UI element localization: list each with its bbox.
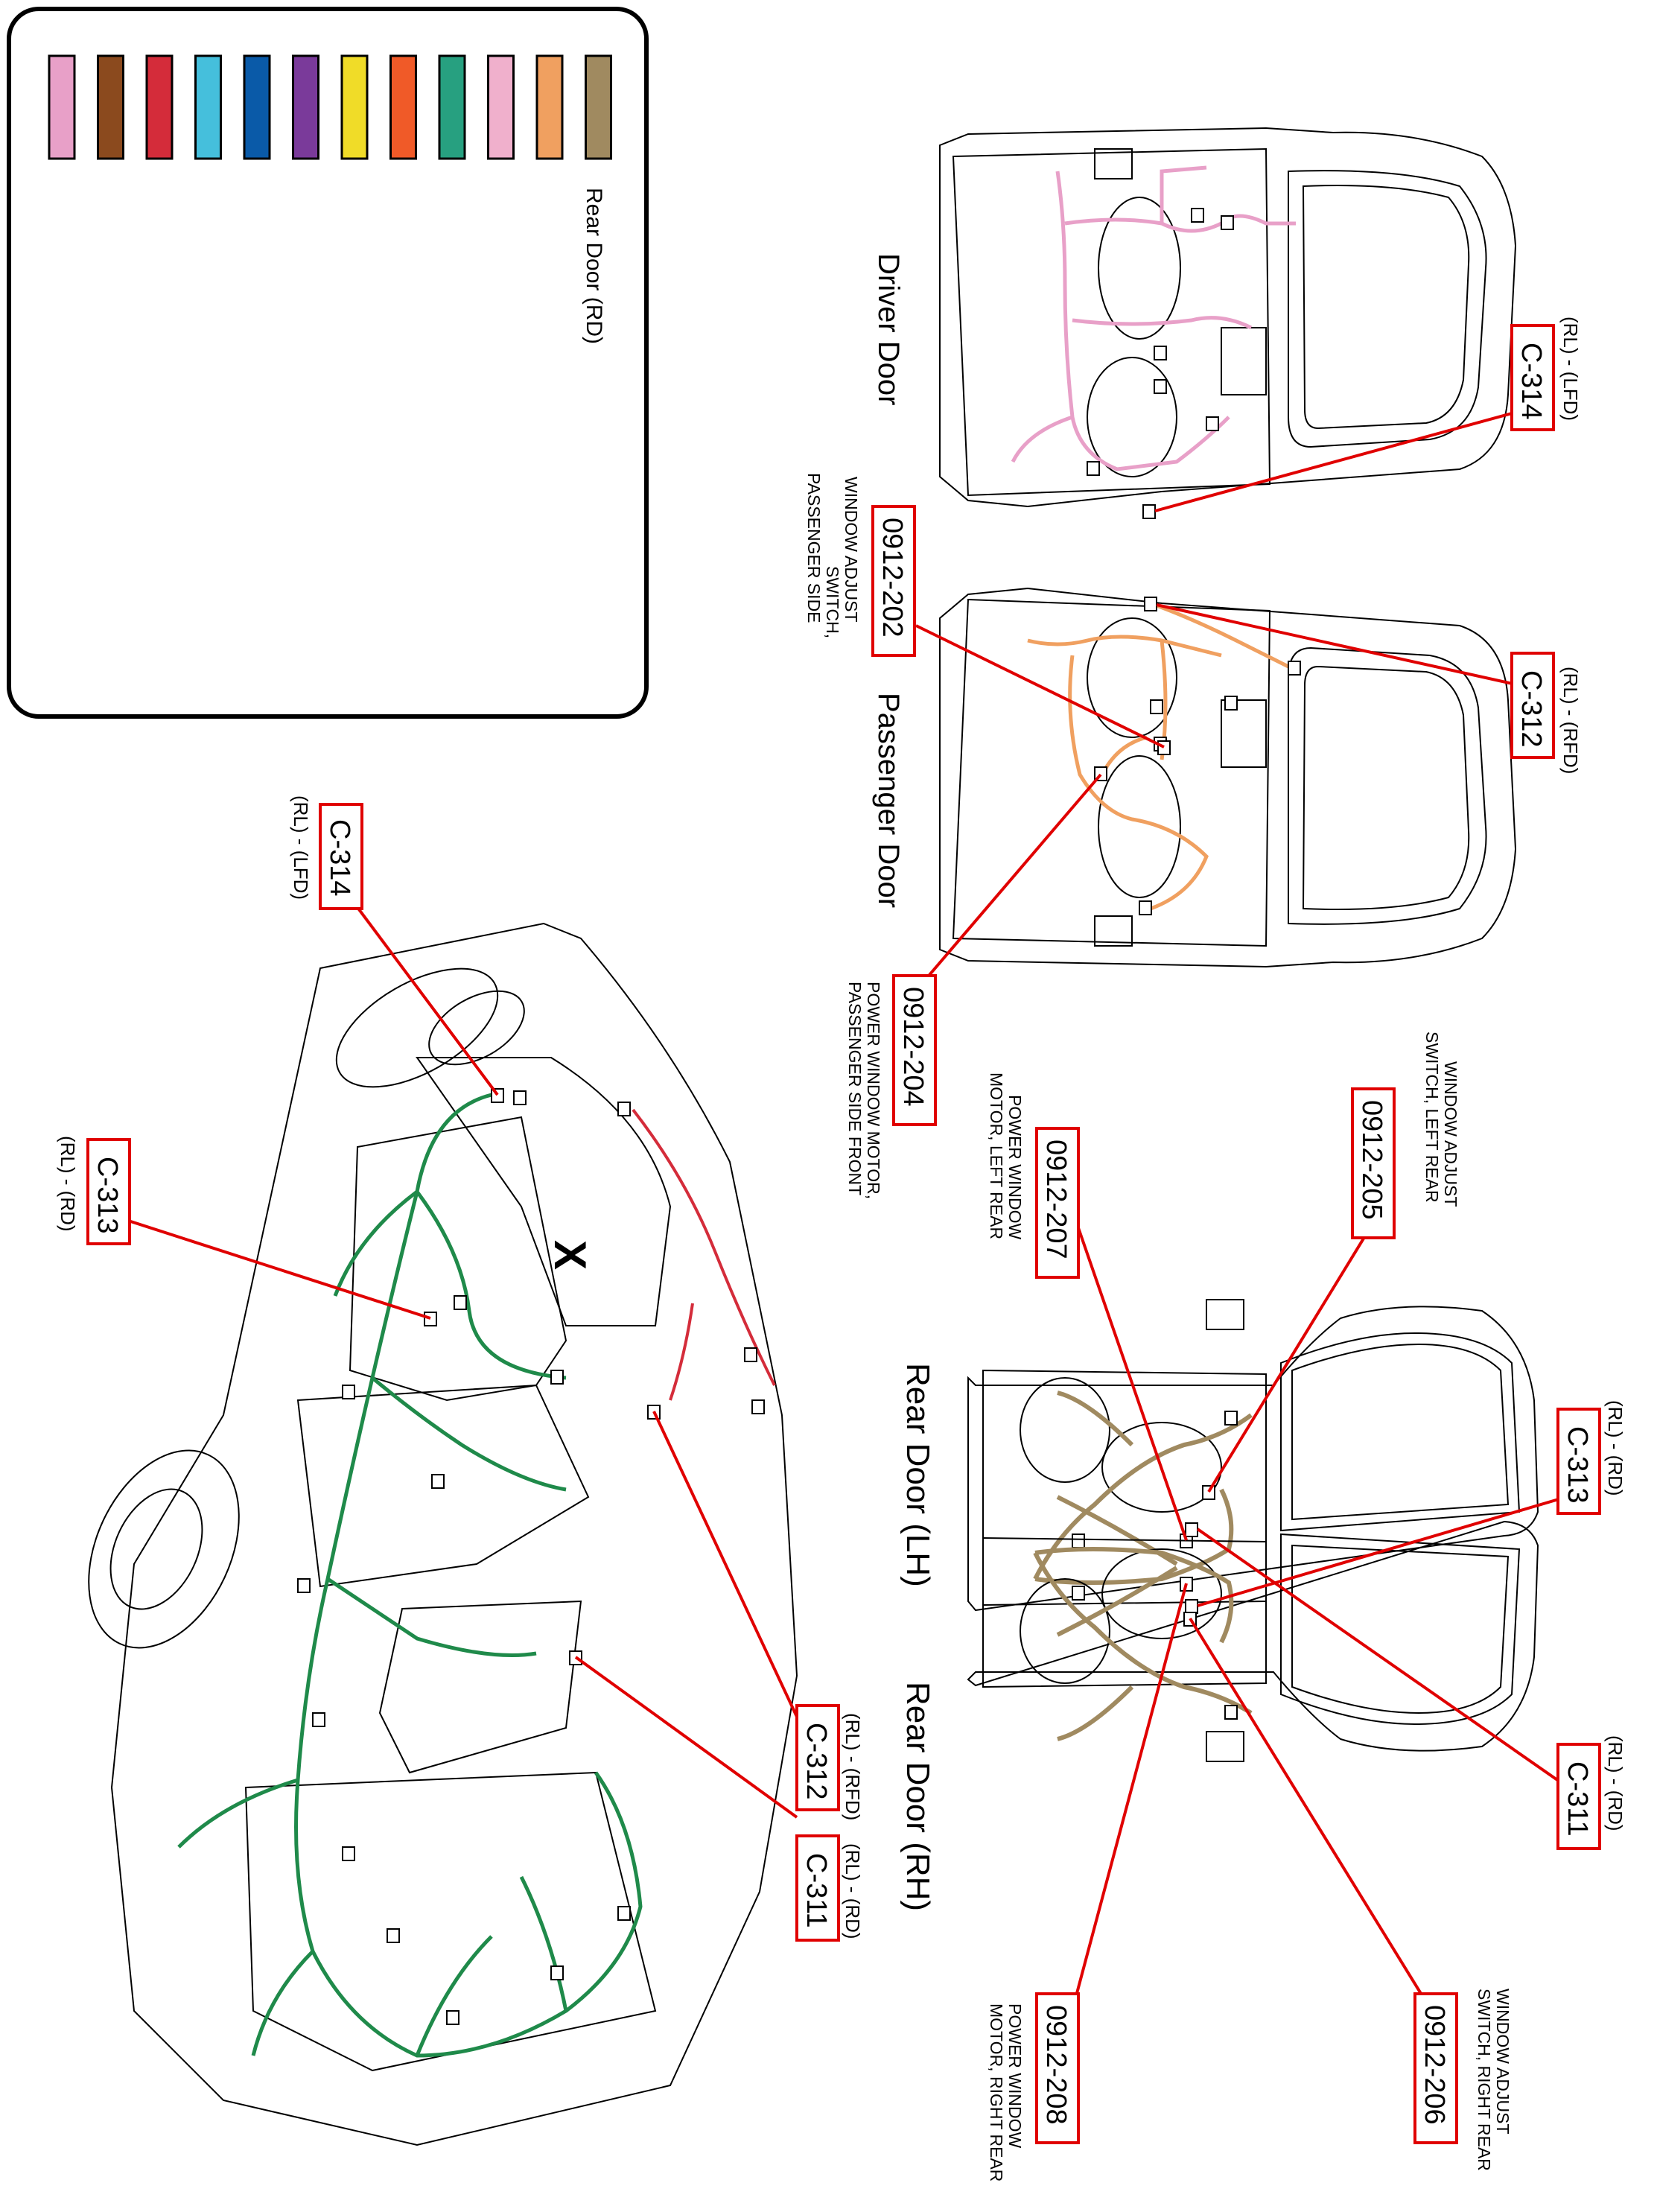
callout-code: 0912-202 bbox=[877, 518, 908, 638]
callout-p204: 0912-204 POWER WINDOW MOTOR, PASSENGER S… bbox=[845, 974, 937, 1199]
callout-desc-line: SWITCH, RIGHT REAR bbox=[1475, 1989, 1494, 2171]
callout-code: C-314 bbox=[1516, 343, 1547, 420]
legend-swatch bbox=[145, 54, 174, 160]
callout-p206: 0912-206 WINDOW ADJUST SWITCH, RIGHT REA… bbox=[1413, 1989, 1513, 2171]
p205-plug bbox=[1202, 1485, 1215, 1500]
callout-code: 0912-207 bbox=[1040, 1140, 1072, 1259]
legend-swatch bbox=[585, 54, 612, 160]
legend-swatch bbox=[340, 54, 369, 160]
driver-door-title: Driver Door bbox=[872, 253, 905, 405]
legend-swatch bbox=[535, 54, 564, 160]
callout-c313-door: C-313 (RL) - (RD) bbox=[1556, 1400, 1626, 1515]
callout-p208: 0912-208 POWER WINDOW MOTOR, RIGHT REAR bbox=[987, 1992, 1080, 2181]
rear-rh-harness bbox=[1033, 1547, 1253, 1741]
callout-desc: (RL) - (RD) bbox=[1604, 1400, 1626, 1496]
passenger-door-drawing bbox=[939, 587, 1517, 968]
legend-swatch bbox=[194, 54, 222, 160]
callout-desc-line: PASSENGER SIDE bbox=[804, 473, 824, 623]
legend-caption: Rear Door (RD) bbox=[582, 188, 606, 344]
callout-c311-body: C-311 (RL) - (RD) bbox=[795, 1834, 864, 1942]
body-main-harness bbox=[177, 1093, 643, 2058]
vehicle-body-drawing: X bbox=[88, 922, 798, 2146]
callout-desc: (RL) - (LFD) bbox=[290, 795, 312, 900]
callout-code: C-314 bbox=[324, 819, 355, 897]
c314-door-plug bbox=[1142, 504, 1156, 519]
callout-c314-door: C-314 (RL) - (LFD) bbox=[1510, 317, 1582, 431]
rear-door-lh-drawing bbox=[967, 1299, 1539, 1614]
rear-door-rh-title: Rear Door (RH) bbox=[900, 1682, 936, 1911]
legend-swatch bbox=[48, 54, 76, 160]
legend: Rear Door (RD) bbox=[7, 7, 649, 719]
callout-code: C-313 bbox=[92, 1157, 123, 1234]
callout-desc-line: SWITCH, bbox=[823, 566, 842, 638]
legend-swatches bbox=[48, 54, 612, 160]
callout-desc: (RL) - (RFD) bbox=[842, 1713, 864, 1820]
callout-desc-line: POWER WINDOW bbox=[1005, 1095, 1025, 1239]
legend-frame bbox=[7, 7, 649, 719]
callout-c312-body: C-312 (RL) - (RFD) bbox=[795, 1704, 864, 1820]
driver-harness bbox=[1011, 165, 1296, 471]
callout-desc-line: PASSENGER SIDE FRONT bbox=[845, 982, 865, 1195]
callout-desc-line: WINDOW ADJUST bbox=[1493, 1989, 1513, 2135]
callout-desc: (RL) - (RD) bbox=[1604, 1735, 1626, 1831]
body-red-harness bbox=[632, 1108, 776, 1401]
rear-door-rh-drawing bbox=[967, 1520, 1539, 1762]
callout-desc: (RL) - (RFD) bbox=[1559, 667, 1582, 774]
callout-desc-line: SWITCH, LEFT REAR bbox=[1422, 1032, 1442, 1203]
legend-swatch bbox=[438, 54, 466, 160]
callout-c313-body: C-313 (RL) - (RD) bbox=[57, 1136, 131, 1245]
passenger-harness bbox=[1027, 601, 1297, 911]
callout-p205: 0912-205 WINDOW ADJUST SWITCH, LEFT REAR bbox=[1351, 1032, 1460, 1239]
c312-door-plug bbox=[1144, 597, 1157, 611]
callout-code: C-311 bbox=[801, 1853, 832, 1928]
legend-swatch bbox=[243, 54, 271, 160]
callout-desc-line: POWER WINDOW MOTOR, bbox=[864, 982, 883, 1199]
callout-p207: 0912-207 POWER WINDOW MOTOR, LEFT REAR bbox=[987, 1072, 1080, 1279]
rear-door-lh-title: Rear Door (LH) bbox=[900, 1363, 936, 1587]
c313-body-plug bbox=[424, 1312, 437, 1326]
rear-lh-harness bbox=[1033, 1391, 1253, 1585]
callout-code: C-312 bbox=[1516, 670, 1547, 748]
callout-code: 0912-205 bbox=[1356, 1100, 1387, 1220]
callout-code: C-313 bbox=[1562, 1426, 1593, 1504]
callout-code: 0912-208 bbox=[1040, 2005, 1072, 2125]
callout-code: 0912-204 bbox=[897, 987, 929, 1107]
c313-door-plug bbox=[1185, 1599, 1198, 1614]
callout-code: C-311 bbox=[1562, 1761, 1593, 1837]
legend-swatch bbox=[389, 54, 417, 160]
callout-c314-body: C-314 (RL) - (LFD) bbox=[290, 795, 363, 910]
leader-lines bbox=[118, 401, 1580, 1998]
driver-door-drawing bbox=[939, 127, 1517, 519]
callout-c311-door: C-311 (RL) - (RD) bbox=[1556, 1735, 1626, 1850]
callout-desc: (RL) - (LFD) bbox=[1559, 317, 1582, 421]
callout-desc-line: WINDOW ADJUST bbox=[1441, 1061, 1460, 1207]
legend-swatch bbox=[97, 54, 124, 160]
callout-desc-line: WINDOW ADJUST bbox=[842, 477, 861, 623]
passenger-door-title: Passenger Door bbox=[872, 693, 905, 908]
body-mark: X bbox=[545, 1240, 595, 1270]
p202-plug bbox=[1157, 740, 1171, 755]
callout-c312-door: C-312 (RL) - (RFD) bbox=[1510, 652, 1582, 774]
callout-p202: 0912-202 WINDOW ADJUST SWITCH, PASSENGER… bbox=[804, 473, 916, 657]
callout-code: 0912-206 bbox=[1419, 2005, 1450, 2125]
callout-code: C-312 bbox=[801, 1723, 832, 1800]
callouts: C-314 (RL) - (LFD) C-312 (RL) - (RFD) 09… bbox=[57, 317, 1626, 2181]
callout-desc: (RL) - (RD) bbox=[842, 1843, 864, 1939]
callout-desc: (RL) - (RD) bbox=[57, 1136, 79, 1232]
legend-swatch bbox=[292, 54, 319, 160]
callout-desc-line: POWER WINDOW bbox=[1005, 2003, 1025, 2148]
callout-desc-line: MOTOR, LEFT REAR bbox=[987, 1072, 1006, 1239]
callout-desc-line: MOTOR, RIGHT REAR bbox=[987, 2003, 1006, 2181]
c311-door-plug bbox=[1185, 1522, 1198, 1537]
legend-swatch bbox=[487, 54, 515, 160]
